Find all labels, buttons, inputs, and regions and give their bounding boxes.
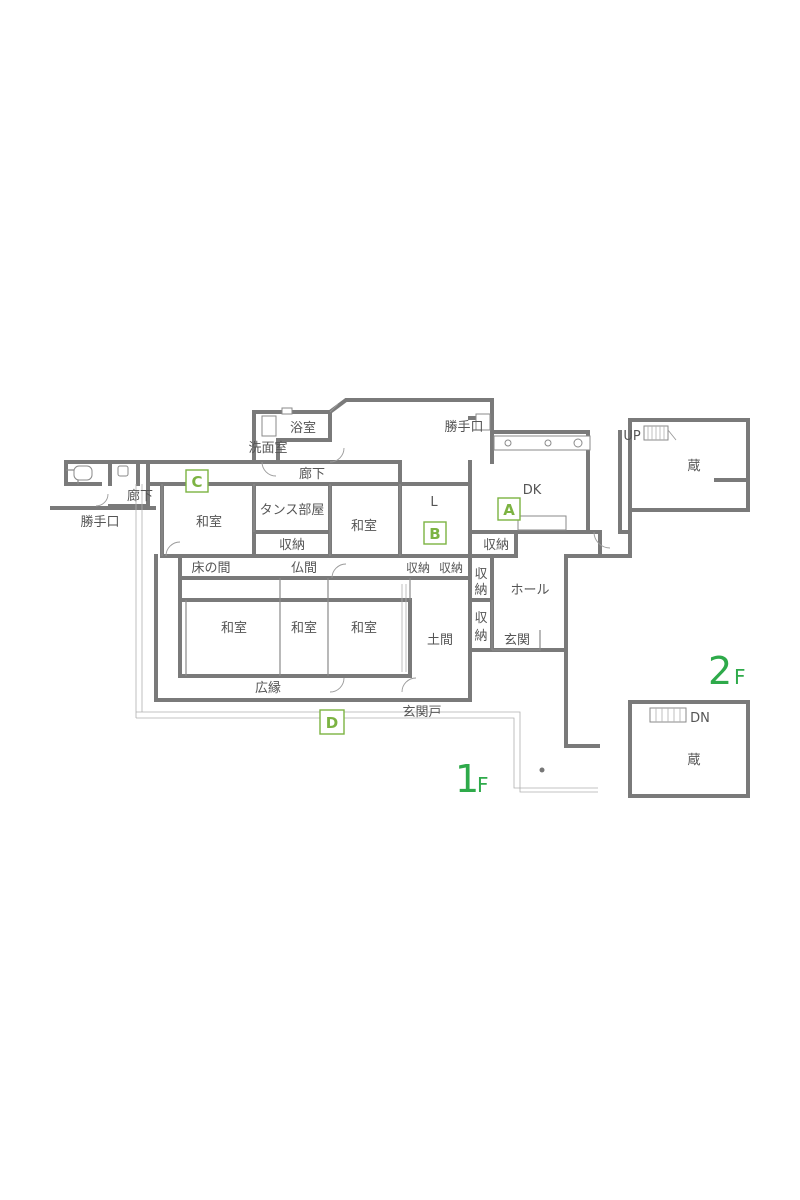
svg-text:2: 2: [708, 649, 732, 693]
label-tokonoma: 床の間: [191, 561, 230, 576]
label-living: L: [430, 495, 438, 510]
washbasin-icon: [281, 407, 293, 415]
tap-icon: [573, 438, 583, 448]
label-storage-hall-1a: 収: [474, 567, 487, 582]
label-genkan: 玄関: [504, 633, 530, 648]
label-doma: 土間: [427, 633, 453, 648]
label-kura-2f: 蔵: [687, 753, 700, 768]
doors: [95, 403, 611, 693]
label-storage-hall-1b: 納: [474, 583, 487, 598]
svg-text:1: 1: [455, 757, 479, 801]
sink-icon: [117, 465, 129, 477]
label-corridor-left: 廊下: [127, 488, 153, 504]
inner-lines: [66, 469, 598, 793]
stove-icon: [504, 439, 512, 447]
label-dk: DK: [523, 483, 542, 498]
stair-arrow-icon: [667, 429, 677, 441]
svg-text:C: C: [191, 473, 202, 491]
label-washitsu-2: 和室: [291, 620, 317, 636]
label-up: UP: [623, 429, 641, 444]
label-washitsu-3: 和室: [351, 620, 377, 636]
pillar-dot: [539, 767, 545, 773]
label-washitsu-c: 和室: [196, 514, 222, 530]
labels: 浴室 洗面室 勝手口 廊下 廊下 勝手口 和室 タンス部屋 和室 収納 L DK…: [80, 420, 709, 768]
label-storage-dk: 収納: [483, 538, 509, 553]
label-storage-tansu: 収納: [279, 538, 305, 553]
counter-island: [517, 515, 567, 531]
sink-bowl-icon: [544, 439, 552, 447]
label-bath: 浴室: [290, 420, 316, 436]
label-hiroen: 広縁: [255, 680, 281, 696]
label-tansu-room: タンス部屋: [260, 503, 325, 518]
label-service-entrance-left: 勝手口: [80, 515, 119, 530]
floor-label-2f: 2 F: [708, 649, 746, 693]
label-kura-1f: 蔵: [687, 459, 700, 474]
svg-text:F: F: [734, 665, 746, 689]
label-washitsu-center: 和室: [351, 518, 377, 534]
floor-label-1f: 1 F: [455, 757, 489, 801]
label-storage-hall-2a: 収: [474, 611, 487, 626]
label-genkando: 玄関戸: [402, 705, 441, 720]
svg-text:D: D: [326, 714, 338, 732]
marker-b: B: [423, 521, 447, 545]
label-storage-l1: 収納: [406, 561, 430, 575]
label-corridor-top: 廊下: [299, 466, 325, 482]
marker-c: C: [185, 469, 209, 493]
label-dn: DN: [690, 711, 710, 726]
toilet-icon: [73, 465, 93, 481]
walls-1f: [50, 398, 750, 748]
label-butsuma: 仏間: [291, 561, 317, 576]
svg-text:B: B: [429, 525, 440, 543]
label-washitsu-1: 和室: [221, 620, 247, 636]
label-storage-hall-2b: 納: [474, 629, 487, 644]
label-washroom: 洗面室: [248, 440, 287, 456]
marker-d: D: [319, 709, 345, 735]
fixtures: [73, 407, 687, 773]
fridge-icon: [475, 413, 491, 431]
bathtub-icon: [261, 415, 277, 437]
kitchen-counter-icon: [493, 435, 591, 451]
label-hall: ホール: [510, 583, 549, 598]
walls-2f: [628, 700, 750, 798]
svg-text:A: A: [503, 501, 515, 519]
marker-a: A: [497, 497, 521, 521]
svg-text:F: F: [477, 773, 489, 797]
label-service-entrance-top: 勝手口: [444, 420, 483, 435]
label-storage-l2: 収納: [439, 561, 463, 575]
